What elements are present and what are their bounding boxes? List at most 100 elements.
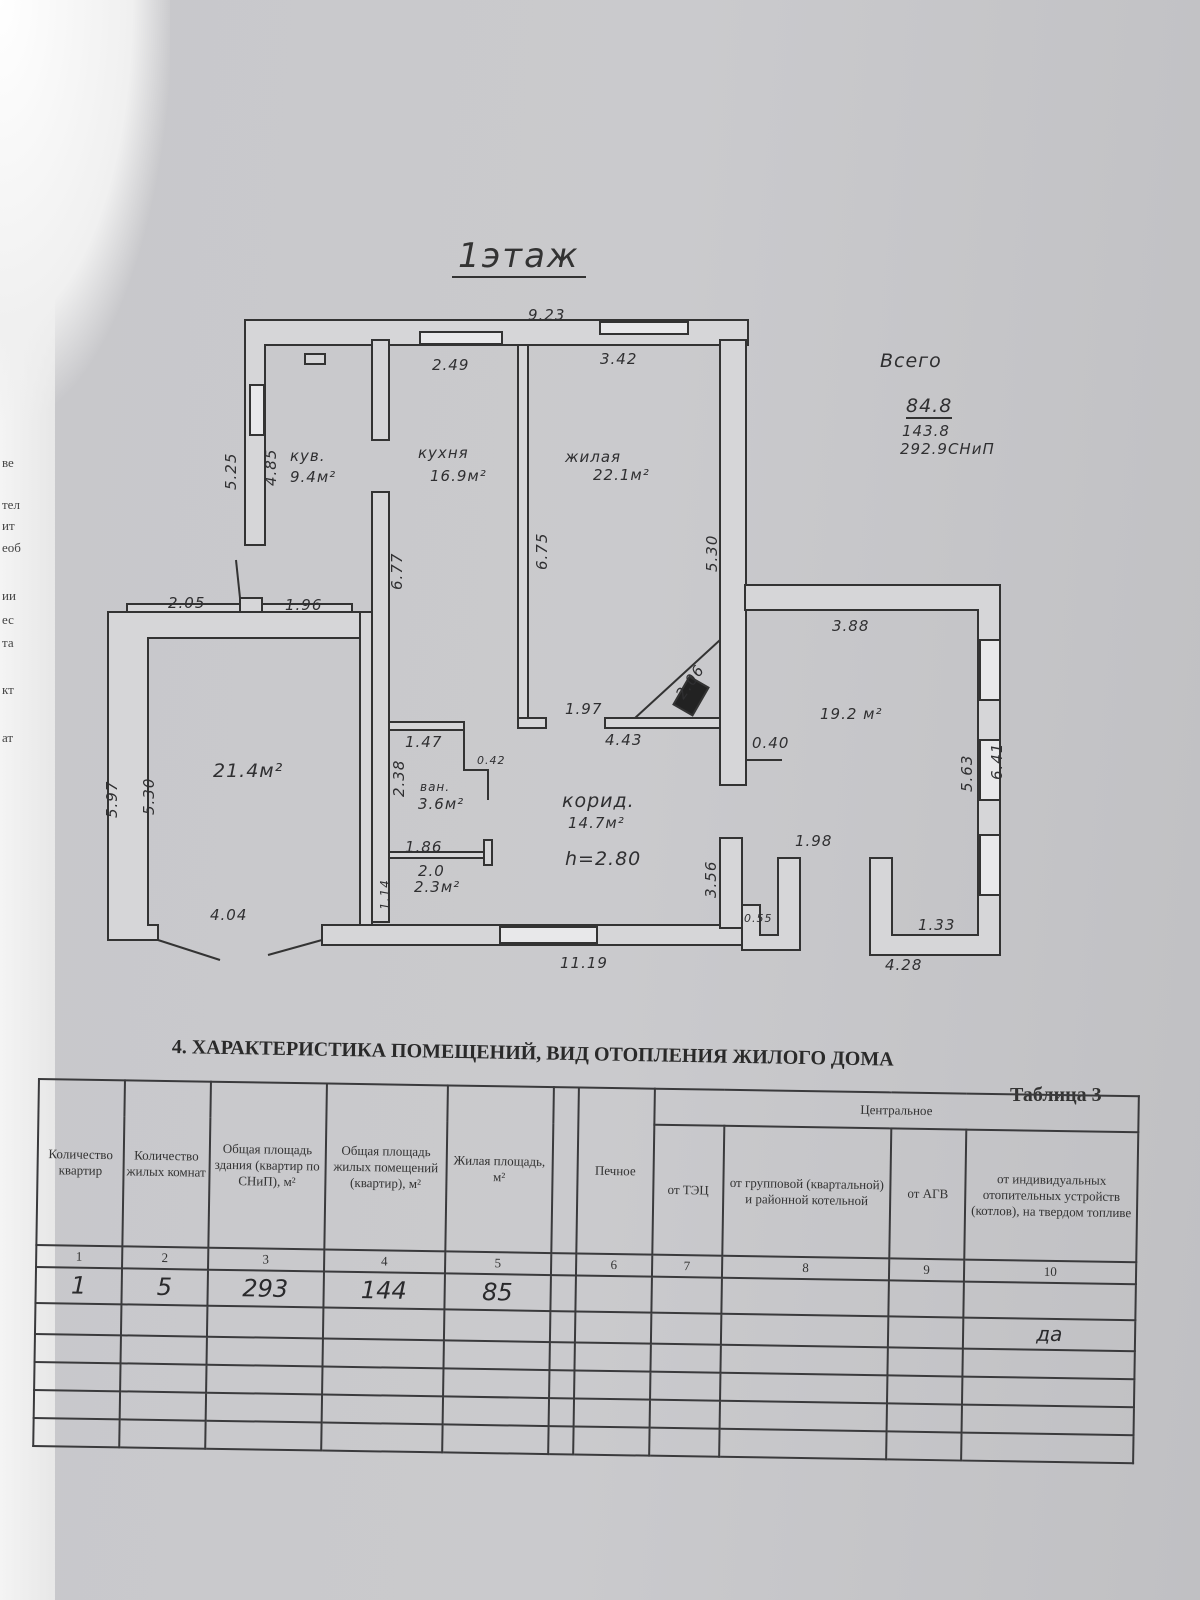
dimension: 5.30 [140, 777, 158, 815]
column-number: 10 [964, 1259, 1137, 1285]
room-area: 3.6м² [418, 795, 465, 813]
window [979, 739, 1001, 801]
header-cell: от групповой (квартальной) и районной ко… [722, 1125, 891, 1259]
totals-label: Всего [880, 350, 942, 372]
dimension: 4.28 [885, 956, 923, 974]
dimension: 1.96 [285, 596, 323, 614]
header-cell: от АГВ [888, 1128, 967, 1260]
room-area: 14.7м² [568, 814, 625, 832]
dimension: 5.63 [958, 754, 976, 792]
totals-living: 84.8 [906, 395, 953, 419]
dimension: 2.05 [168, 594, 206, 612]
table-label: Таблица 3 [1010, 1084, 1102, 1106]
cell [34, 1303, 122, 1336]
wall [741, 857, 801, 951]
wall [517, 717, 547, 729]
cell [650, 1276, 723, 1315]
dimension: 0.42 [477, 754, 506, 767]
dimension: 5.25 [222, 452, 240, 490]
room-name: ван. [420, 780, 451, 794]
margin-text: тел [2, 497, 20, 512]
floor-title: 1этаж [452, 236, 586, 278]
column-number: 1 [36, 1244, 123, 1269]
cell [550, 1275, 576, 1312]
window [249, 384, 265, 436]
stove-icon [672, 675, 710, 717]
dimension: 1.14 [378, 879, 392, 910]
cell [963, 1281, 1136, 1321]
dimension: 6.75 [533, 532, 551, 570]
dimension: 0.55 [744, 912, 773, 925]
dimension: 1.86 [405, 838, 443, 856]
room-name: жилая [565, 448, 622, 466]
cell: 85 [444, 1273, 551, 1312]
door [267, 939, 323, 956]
window [979, 639, 1001, 701]
door [157, 939, 221, 961]
header-cell [550, 1087, 579, 1254]
dimension: 5.97 [103, 780, 121, 818]
dimension: 3.88 [832, 617, 870, 635]
header-cell: Печное [576, 1087, 655, 1255]
dimension: 11.19 [560, 954, 608, 972]
dimension: 5.30 [703, 534, 721, 572]
margin-text: еоб [2, 540, 21, 555]
dimension: 9.23 [528, 306, 566, 324]
cell [721, 1314, 889, 1348]
cell [650, 1312, 722, 1346]
room-area: 19.2 м² [820, 705, 883, 723]
room-area: 9.4м² [290, 468, 337, 486]
dimension: 1.98 [795, 832, 833, 850]
cell [575, 1275, 652, 1313]
wall [304, 353, 326, 365]
room-area: 2.3м² [414, 878, 461, 896]
cell: да [963, 1317, 1136, 1352]
cell: 1 [35, 1267, 122, 1305]
column-number: 6 [575, 1253, 652, 1277]
margin-text: ит [2, 518, 15, 533]
wall [239, 597, 263, 613]
cell [574, 1311, 651, 1344]
window [599, 321, 689, 335]
dimension: 3.42 [600, 350, 638, 368]
dimension: 4.43 [605, 731, 643, 749]
cell [888, 1280, 965, 1318]
dimension: 2.0 [418, 862, 445, 880]
header-cell: от индивидуальных отопительных устройств… [964, 1129, 1139, 1263]
floor-plan-walls [107, 319, 1001, 961]
dimension: 6.77 [388, 552, 406, 590]
totals-total: 143.8 [902, 422, 950, 440]
dimension: 2.49 [432, 356, 470, 374]
dimension: 4.04 [210, 906, 248, 924]
margin-text: кт [2, 682, 14, 697]
column-number: 3 [207, 1247, 324, 1272]
column-number [550, 1253, 577, 1276]
document-page [55, 0, 1200, 1600]
wall [463, 722, 489, 800]
margin-text: ве [2, 455, 14, 470]
margin-text: ат [2, 730, 14, 745]
header-cell: Количество квартир [36, 1079, 125, 1247]
wall [388, 721, 465, 731]
margin-text: та [2, 635, 14, 650]
column-number: 7 [651, 1254, 723, 1279]
wall [371, 339, 390, 441]
window [499, 926, 598, 944]
cell [443, 1309, 551, 1343]
column-number: 4 [323, 1249, 445, 1274]
wall [371, 491, 390, 923]
dimension: 1.33 [918, 916, 956, 934]
room-area: 22.1м² [593, 466, 650, 484]
cell: 144 [323, 1271, 445, 1310]
wall [744, 584, 1001, 956]
wall [483, 839, 493, 866]
rooms-heating-table: Количество квартир Количество жилых комн… [32, 1078, 1140, 1465]
stove-outline [632, 637, 721, 719]
dimension: 4.85 [262, 448, 280, 486]
cell: 5 [121, 1268, 208, 1306]
window [979, 834, 1001, 896]
column-number: 2 [121, 1246, 208, 1270]
cell [549, 1311, 576, 1343]
totals-snip: 292.9СНиП [900, 440, 995, 458]
margin-text: ес [2, 612, 14, 627]
